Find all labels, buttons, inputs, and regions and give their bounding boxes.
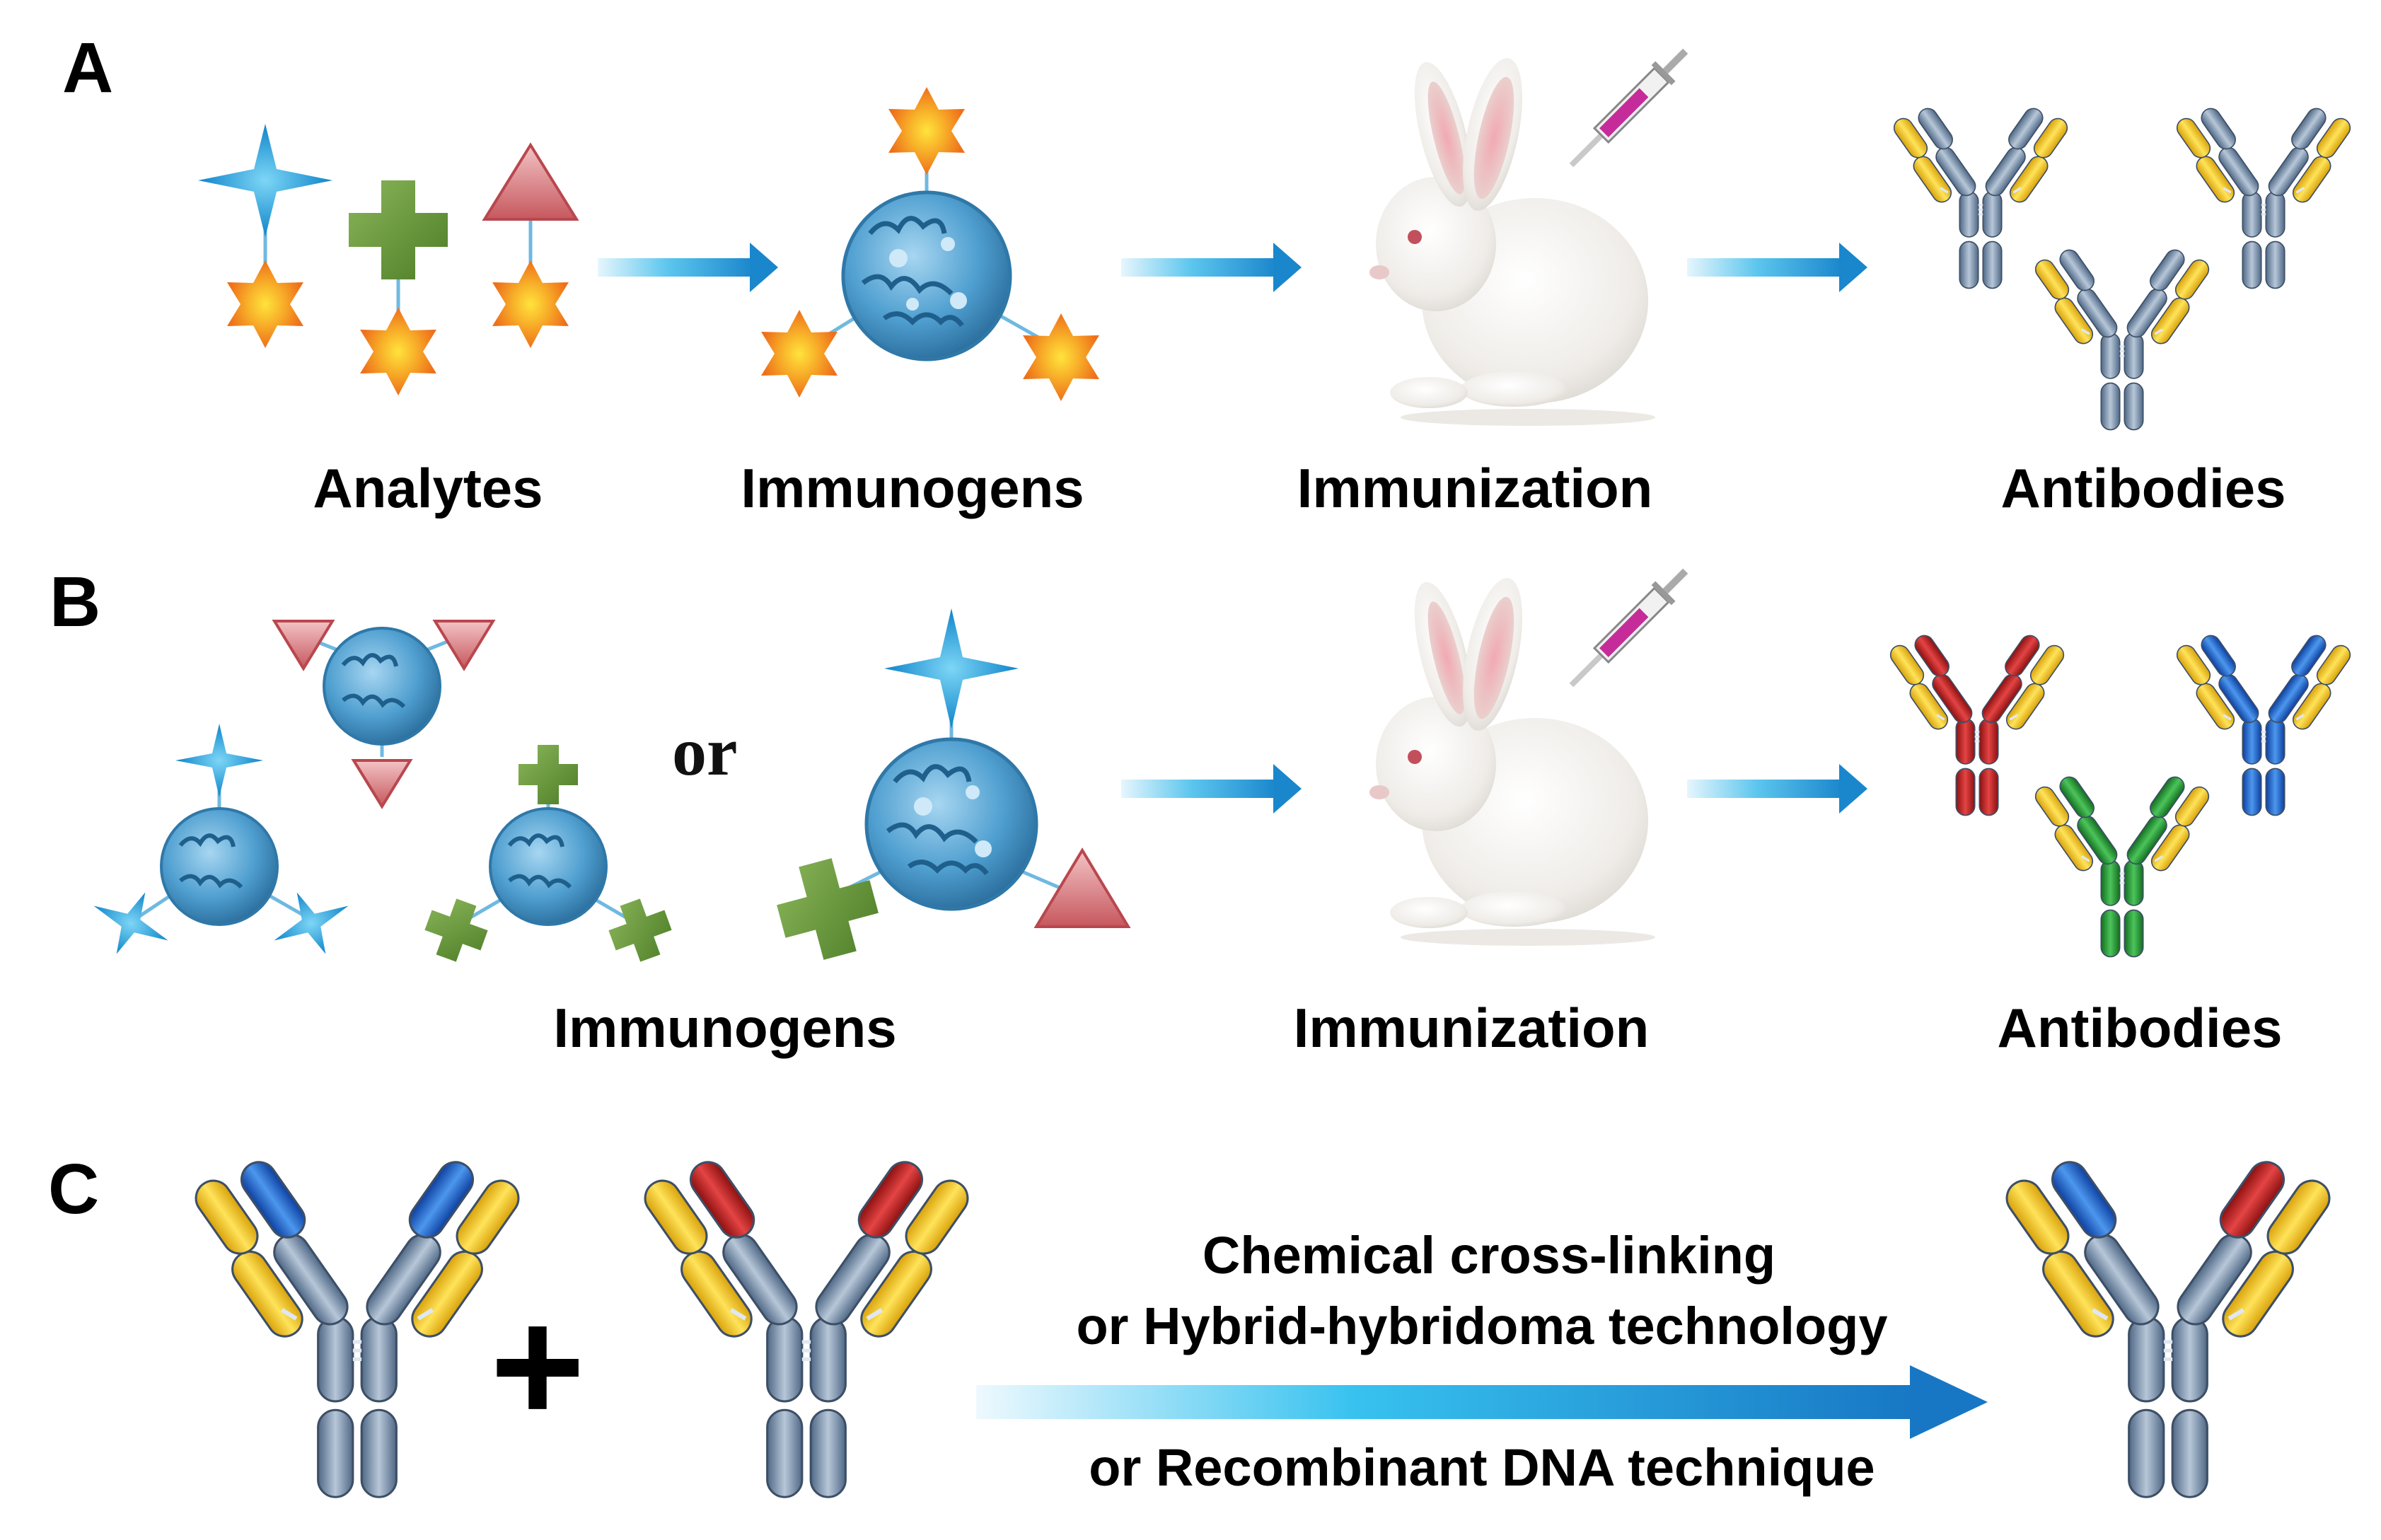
antibody-icon (2005, 1161, 2331, 1498)
immunogen-four-point-stars (93, 724, 349, 954)
four-point-star-icon (884, 608, 1019, 729)
syringe-icon (1569, 48, 1688, 168)
antibody-icon (2034, 776, 2210, 958)
panel-a-label: A (62, 28, 113, 108)
antibody-icon (2176, 635, 2351, 816)
cross-shape-icon (608, 898, 672, 962)
carrier-protein-icon (323, 627, 441, 746)
star-hapten-icon (227, 260, 303, 348)
antibody-icon (644, 1161, 969, 1498)
immunogen-mixed (777, 608, 1131, 960)
triangle-icon (272, 620, 335, 671)
cross-shape-icon (519, 745, 578, 804)
caption-immunization-b: Immunization (1294, 997, 1650, 1059)
flow-arrow-icon (1121, 764, 1302, 814)
syringe-icon (1569, 568, 1688, 688)
panel-b: B (50, 562, 2351, 1059)
antibody-icon (195, 1161, 520, 1498)
rabbit-icon (1369, 58, 1655, 426)
caption-immunogens-b: Immunogens (553, 997, 896, 1059)
cross-shape-icon (424, 898, 488, 962)
flow-arrow-icon (598, 243, 778, 292)
star-hapten-icon (1023, 313, 1099, 401)
four-point-star-icon (198, 124, 332, 237)
carrier-protein-icon (160, 807, 279, 926)
panel-b-label: B (50, 562, 100, 642)
four-point-star-icon (175, 724, 263, 797)
cross-shape-icon (777, 858, 879, 960)
caption-antibodies-b: Antibodies (1998, 997, 2283, 1059)
star-hapten-icon (492, 260, 569, 348)
triangle-icon (482, 142, 579, 221)
antibody-icon (2176, 108, 2351, 289)
method-line-3: or Recombinant DNA technique (1089, 1438, 1875, 1497)
caption-analytes: Analytes (313, 457, 543, 519)
immunogen-a (761, 87, 1099, 401)
flow-arrow-icon (1687, 764, 1867, 814)
carrier-protein-icon (841, 190, 1012, 361)
or-text: or (672, 714, 738, 790)
rabbit-icon (1369, 578, 1655, 946)
flow-arrow-icon (1687, 243, 1867, 292)
caption-immunogens-a: Immunogens (741, 457, 1084, 519)
star-hapten-icon (360, 308, 436, 395)
flow-arrow-icon (976, 1365, 1988, 1439)
immunogen-crosses (424, 745, 672, 962)
antibody-icon (1889, 635, 2065, 816)
method-line-1: Chemical cross-linking (1203, 1226, 1775, 1285)
antibodies-group-a (1893, 108, 2351, 431)
triangle-icon (1033, 847, 1131, 928)
triangle-icon (432, 620, 496, 671)
panel-c-label: C (48, 1150, 99, 1229)
analytes-group (198, 124, 579, 395)
carrier-protein-icon (864, 737, 1038, 911)
four-point-star-icon (93, 892, 168, 954)
antibody-icon (1893, 108, 2068, 289)
plus-sign: + (490, 1275, 585, 1457)
antibodies-group-b (1889, 635, 2351, 958)
antibodies-group-c (195, 1161, 2331, 1498)
star-hapten-icon (761, 310, 838, 398)
panel-c: C + Chemical cross-linking or Hybrid-hyb… (48, 1150, 2331, 1498)
caption-antibodies-a: Antibodies (2001, 457, 2286, 519)
star-hapten-icon (888, 87, 965, 175)
method-line-2: or Hybrid-hybridoma technology (1076, 1297, 1887, 1355)
immunogen-triangles (272, 620, 496, 809)
caption-immunization-a: Immunization (1297, 457, 1653, 519)
triangle-icon (351, 759, 413, 809)
cross-shape-icon (349, 180, 448, 279)
four-point-star-icon (274, 892, 349, 954)
flow-arrow-icon (1121, 243, 1302, 292)
carrier-protein-icon (489, 807, 608, 926)
panel-a: A (62, 28, 2351, 519)
antibody-icon (2034, 249, 2210, 431)
